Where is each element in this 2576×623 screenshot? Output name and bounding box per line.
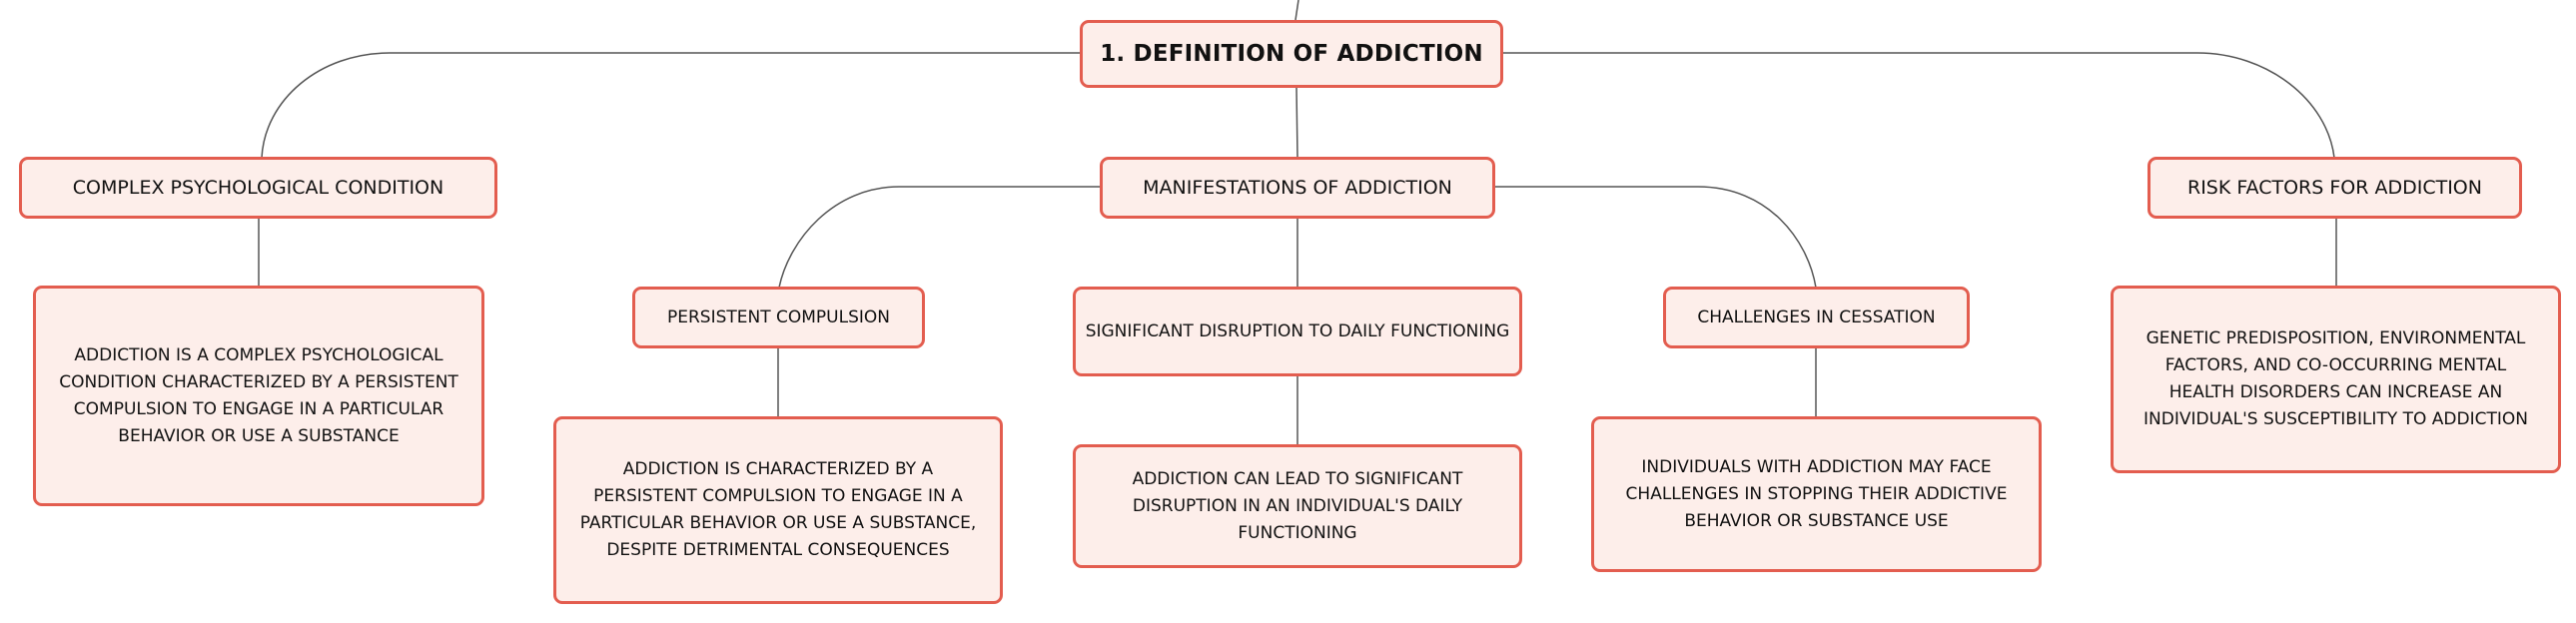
subtopic-label: SIGNIFICANT DISRUPTION TO DAILY FUNCTION… [1085,321,1510,341]
subtopic-node-cessation[interactable]: CHALLENGES IN CESSATION [1663,287,1970,348]
connector-root-to-risk [1503,52,2335,159]
branch-node-manifestations[interactable]: MANIFESTATIONS OF ADDICTION [1100,157,1495,219]
subtopic-node-daily-functioning[interactable]: SIGNIFICANT DISRUPTION TO DAILY FUNCTION… [1073,287,1522,376]
detail-text: INDIVIDUALS WITH ADDICTION MAY FACE CHAL… [1625,456,2008,531]
subtopic-label: CHALLENGES IN CESSATION [1697,308,1936,327]
root-label: 1. DEFINITION OF ADDICTION [1100,41,1483,67]
connector-root-to-manifestations [1295,87,1298,159]
connector-manifestations-to-cessation [1495,186,1817,289]
connector-root-to-complex [261,52,1080,159]
detail-node-persistent-compulsion[interactable]: ADDICTION IS CHARACTERIZED BY A PERSISTE… [553,416,1003,604]
subtopic-label: PERSISTENT COMPULSION [666,308,891,327]
branch-label: RISK FACTORS FOR ADDICTION [2187,177,2482,199]
detail-node-complex-condition[interactable]: ADDICTION IS A COMPLEX PSYCHOLOGICAL CON… [33,286,484,506]
detail-text: ADDICTION IS A COMPLEX PSYCHOLOGICAL CON… [59,344,458,446]
branch-node-complex-condition[interactable]: COMPLEX PSYCHOLOGICAL CONDITION [19,157,497,219]
connector-manifestations-to-compulsion [778,186,1100,289]
branch-label: MANIFESTATIONS OF ADDICTION [1143,177,1452,199]
detail-text: ADDICTION CAN LEAD TO SIGNIFICANT DISRUP… [1132,468,1463,543]
detail-text: ADDICTION IS CHARACTERIZED BY A PERSISTE… [579,459,977,560]
detail-node-risk-factors[interactable]: GENETIC PREDISPOSITION, ENVIRONMENTAL FA… [2111,286,2561,473]
detail-text: GENETIC PREDISPOSITION, ENVIRONMENTAL FA… [2144,328,2528,429]
connector-incoming [1294,0,1299,21]
branch-label: COMPLEX PSYCHOLOGICAL CONDITION [72,177,444,199]
branch-node-risk-factors[interactable]: RISK FACTORS FOR ADDICTION [2147,157,2522,219]
subtopic-node-persistent-compulsion[interactable]: PERSISTENT COMPULSION [632,287,925,348]
detail-node-daily-functioning[interactable]: ADDICTION CAN LEAD TO SIGNIFICANT DISRUP… [1073,444,1522,568]
root-node[interactable]: 1. DEFINITION OF ADDICTION [1080,20,1503,88]
detail-node-cessation[interactable]: INDIVIDUALS WITH ADDICTION MAY FACE CHAL… [1591,416,2042,572]
